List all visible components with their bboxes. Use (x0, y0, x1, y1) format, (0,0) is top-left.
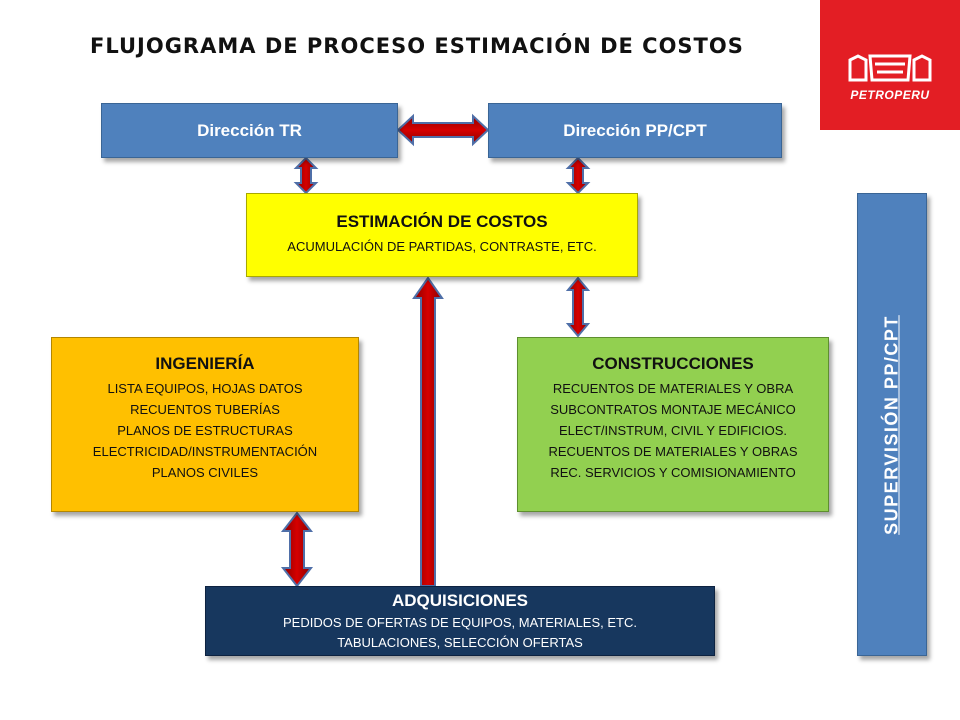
arrow-adquisiciones-estimacion (412, 276, 444, 587)
adquisiciones-line: PEDIDOS DE OFERTAS DE EQUIPOS, MATERIALE… (283, 615, 637, 630)
ingenieria-box: INGENIERÍA LISTA EQUIPOS, HOJAS DATOS RE… (51, 337, 359, 512)
construcciones-line: ELECT/INSTRUM, CIVIL Y EDIFICIOS. (558, 423, 788, 438)
construcciones-line: SUBCONTRATOS MONTAJE MECÁNICO (550, 402, 796, 417)
construcciones-box: CONSTRUCCIONES RECUENTOS DE MATERIALES Y… (517, 337, 829, 512)
arrow-pp-estimacion (565, 156, 591, 195)
construcciones-title: CONSTRUCCIONES (592, 354, 754, 373)
estimacion-title: ESTIMACIÓN DE COSTOS (336, 212, 548, 231)
adquisiciones-title: ADQUISICIONES (391, 591, 529, 610)
adquisiciones-box: ADQUISICIONES PEDIDOS DE OFERTAS DE EQUI… (205, 586, 715, 656)
supervision-label: SUPERVISIÓN PP/CPT (881, 314, 902, 535)
construcciones-line: REC. SERVICIOS Y COMISIONAMIENTO (550, 465, 796, 480)
direccion-tr-box: Dirección TR (101, 103, 398, 158)
ingenieria-line: PLANOS DE ESTRUCTURAS (117, 423, 293, 438)
ingenieria-line: RECUENTOS TUBERÍAS (130, 402, 280, 417)
ingenieria-line: PLANOS CIVILES (151, 465, 259, 480)
logo-text: PETROPERU (850, 88, 930, 102)
petroperu-logo: PETROPERU (820, 0, 960, 130)
logo-emblem-icon (848, 54, 932, 82)
page-title: FLUJOGRAMA DE PROCESO ESTIMACIÓN DE COST… (90, 34, 744, 58)
arrow-tr-pp (396, 113, 490, 147)
construcciones-line: RECUENTOS DE MATERIALES Y OBRAS (548, 444, 798, 459)
supervision-box: SUPERVISIÓN PP/CPT (857, 193, 927, 656)
estimacion-line: ACUMULACIÓN DE PARTIDAS, CONTRASTE, ETC. (287, 239, 597, 254)
direccion-pp-box: Dirección PP/CPT (488, 103, 782, 158)
arrow-ingenieria-adquisiciones (280, 511, 314, 588)
ingenieria-line: ELECTRICIDAD/INSTRUMENTACIÓN (92, 444, 318, 459)
arrow-estimacion-construcciones (565, 276, 591, 338)
direccion-pp-label: Dirección PP/CPT (563, 120, 707, 140)
direccion-tr-label: Dirección TR (197, 120, 302, 140)
ingenieria-line: LISTA EQUIPOS, HOJAS DATOS (107, 381, 303, 396)
adquisiciones-line: TABULACIONES, SELECCIÓN OFERTAS (337, 635, 583, 650)
ingenieria-title: INGENIERÍA (155, 354, 255, 373)
arrow-tr-estimacion (293, 156, 319, 195)
estimacion-box: ESTIMACIÓN DE COSTOS ACUMULACIÓN DE PART… (246, 193, 638, 277)
construcciones-line: RECUENTOS DE MATERIALES Y OBRA (552, 381, 794, 396)
